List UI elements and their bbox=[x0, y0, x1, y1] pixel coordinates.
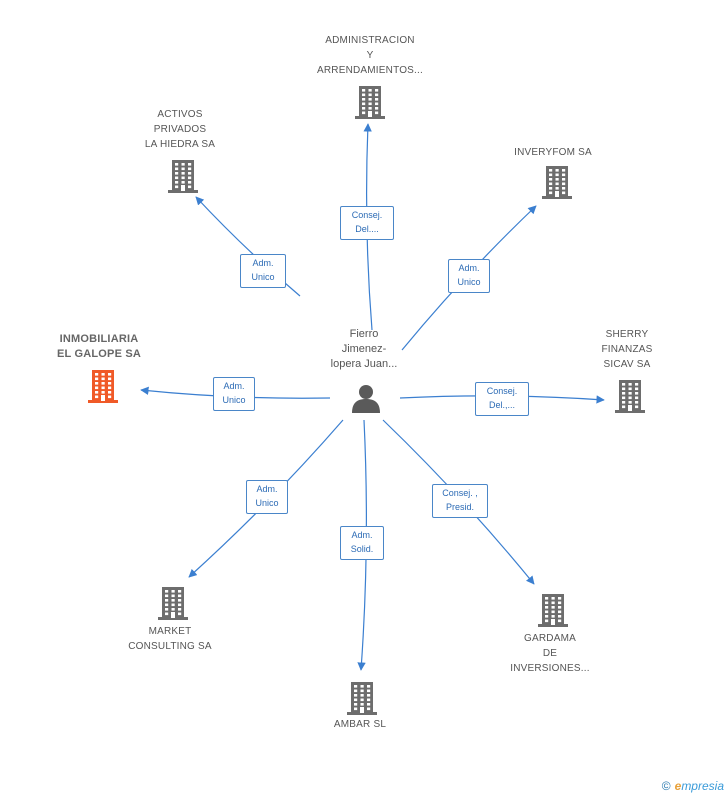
company-name-line: CONSULTING SA bbox=[128, 641, 212, 652]
copyright-icon: © bbox=[661, 779, 671, 793]
relation-label-line: Unico bbox=[255, 498, 279, 508]
company-name-line: SICAV SA bbox=[603, 359, 651, 370]
company-label-ambar[interactable]: AMBAR SL bbox=[290, 717, 430, 732]
company-label-administracion[interactable]: ADMINISTRACION Y ARRENDAMIENTOS... bbox=[300, 33, 440, 78]
brand-name: mpresia bbox=[681, 779, 724, 793]
person-icon[interactable] bbox=[351, 383, 381, 413]
company-label-activos[interactable]: ACTIVOS PRIVADOS LA HIEDRA SA bbox=[110, 107, 250, 152]
relation-label-line: Del.... bbox=[355, 224, 379, 234]
company-label-sherry[interactable]: SHERRY FINANZAS SICAV SA bbox=[557, 327, 697, 372]
building-icon[interactable] bbox=[86, 368, 120, 404]
relation-label-line: Consej. , bbox=[442, 488, 478, 498]
center-name-line: lopera Juan... bbox=[330, 358, 398, 370]
company-name-line: EL GALOPE SA bbox=[56, 348, 142, 360]
relation-label-line: Unico bbox=[251, 272, 275, 282]
company-name-line: INVERYFOM SA bbox=[514, 147, 592, 158]
building-icon[interactable] bbox=[536, 592, 570, 628]
relation-label-line: Unico bbox=[222, 395, 246, 405]
building-icon[interactable] bbox=[353, 84, 387, 120]
relation-label-line: Adm. bbox=[351, 530, 373, 540]
center-name-line: Jimenez- bbox=[341, 343, 387, 355]
edge-arrow-activos bbox=[195, 196, 301, 297]
center-person-label[interactable]: Fierro Jimenez- lopera Juan... bbox=[304, 327, 424, 372]
relation-label-line: Consej. bbox=[486, 386, 518, 396]
company-name-line: MARKET bbox=[148, 626, 192, 637]
company-label-inveryfom[interactable]: INVERYFOM SA bbox=[483, 145, 623, 160]
relation-label-market[interactable]: Adm. Unico bbox=[246, 480, 288, 514]
relation-label-ambar[interactable]: Adm. Solid. bbox=[340, 526, 384, 560]
company-name-line: LA HIEDRA SA bbox=[144, 139, 216, 150]
building-icon[interactable] bbox=[540, 164, 574, 200]
brand-name-initial: e bbox=[674, 779, 682, 793]
relation-label-line: Solid. bbox=[350, 544, 374, 554]
company-label-gardama[interactable]: GARDAMA DE INVERSIONES... bbox=[480, 631, 620, 676]
relation-label-line: Adm. bbox=[458, 263, 480, 273]
building-icon[interactable] bbox=[166, 158, 200, 194]
relation-label-gardama[interactable]: Consej. , Presid. bbox=[432, 484, 488, 518]
company-name-line: ADMINISTRACION bbox=[325, 35, 415, 46]
building-icon[interactable] bbox=[156, 585, 190, 621]
relation-label-line: Del.,... bbox=[488, 400, 515, 410]
company-name-line: INVERSIONES... bbox=[510, 663, 590, 674]
company-name-line: DE bbox=[542, 648, 558, 659]
relation-label-line: Adm. bbox=[223, 381, 245, 391]
relation-label-line: Unico bbox=[457, 277, 481, 287]
relation-label-activos[interactable]: Adm. Unico bbox=[240, 254, 286, 288]
company-name-line: Y bbox=[366, 50, 374, 61]
relation-label-sherry[interactable]: Consej. Del.,... bbox=[475, 382, 529, 416]
company-name-line: INMOBILIARIA bbox=[59, 333, 139, 345]
company-name-line: FINANZAS bbox=[601, 344, 653, 355]
building-icon[interactable] bbox=[345, 680, 379, 716]
relation-label-administracion[interactable]: Consej. Del.... bbox=[340, 206, 394, 240]
company-name-line: AMBAR SL bbox=[333, 719, 387, 730]
relation-label-line: Consej. bbox=[351, 210, 383, 220]
company-name-line: GARDAMA bbox=[524, 633, 576, 644]
relation-label-line: Adm. bbox=[256, 484, 278, 494]
relation-label-line: Adm. bbox=[252, 258, 274, 268]
relation-label-inmobiliaria[interactable]: Adm. Unico bbox=[213, 377, 255, 411]
company-label-inmobiliaria[interactable]: INMOBILIARIA EL GALOPE SA bbox=[29, 332, 169, 362]
building-icon[interactable] bbox=[613, 378, 647, 414]
company-label-market[interactable]: MARKET CONSULTING SA bbox=[100, 624, 240, 654]
company-name-line: ACTIVOS bbox=[157, 109, 203, 120]
company-name-line: SHERRY bbox=[605, 329, 649, 340]
brand-watermark: ©empresia bbox=[662, 779, 724, 793]
relation-label-line: Presid. bbox=[445, 502, 474, 512]
center-name-line: Fierro bbox=[349, 328, 379, 340]
company-name-line: PRIVADOS bbox=[153, 124, 207, 135]
relation-label-inveryfom[interactable]: Adm. Unico bbox=[448, 259, 490, 293]
company-name-line: ARRENDAMIENTOS... bbox=[316, 65, 423, 76]
